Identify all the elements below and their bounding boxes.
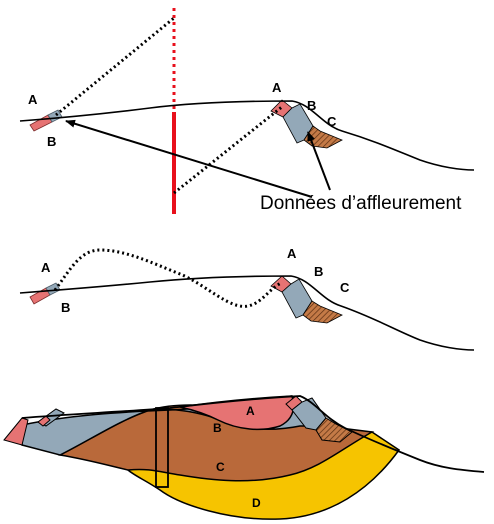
left-outcrop-a — [29, 114, 53, 132]
panel-1-outcrop-data: A B A B C Données d’affleurement — [19, 8, 475, 214]
label-b-left: B — [47, 134, 56, 149]
left-layer-a-wedge — [3, 417, 29, 446]
label-b-left-2: B — [61, 300, 70, 315]
label-a-right-2: A — [287, 246, 297, 261]
label-layer-c: C — [216, 460, 225, 474]
label-b-right: B — [307, 98, 316, 113]
label-layer-a: A — [246, 404, 255, 418]
projection-line-right — [173, 104, 284, 195]
topography-line-3 — [21, 395, 485, 473]
topography-line-2 — [19, 275, 475, 351]
label-c-right-2: C — [340, 280, 350, 295]
topography-line — [19, 100, 475, 171]
panel-2-interpretation: A B A B C — [19, 246, 475, 351]
label-layer-d: D — [252, 496, 261, 510]
interpreted-contact — [53, 248, 282, 308]
label-c-right: C — [327, 114, 337, 129]
panel-3-reconstructed-section: A B C D — [3, 395, 485, 520]
callout-arrow-left — [65, 119, 313, 198]
callout-arrow-right — [307, 131, 331, 191]
right-outcrop-c-2 — [302, 300, 343, 324]
callout-text: Données d’affleurement — [260, 193, 462, 214]
label-a-right: A — [272, 80, 282, 95]
left-outcrop-marker-a — [37, 415, 51, 427]
label-b-right-2: B — [314, 264, 323, 279]
label-a-left: A — [28, 92, 38, 107]
label-a-left-2: A — [41, 260, 51, 275]
label-layer-b: B — [213, 421, 222, 435]
projection-line-left — [55, 16, 175, 117]
